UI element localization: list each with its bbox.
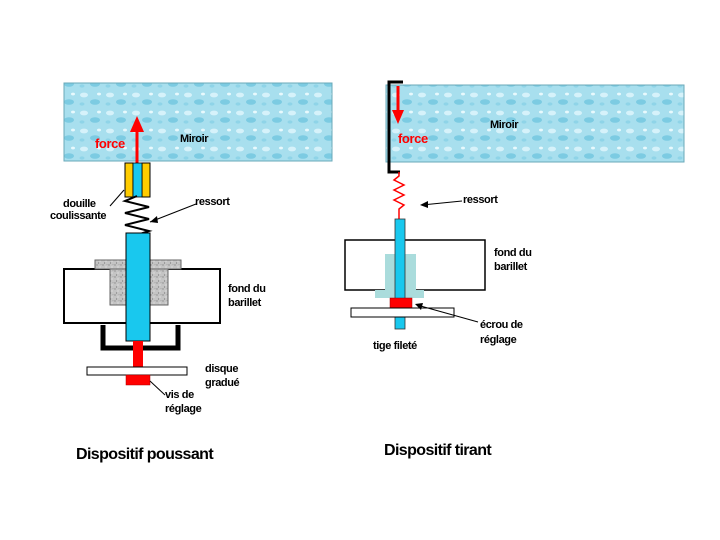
left-screw-shaft	[133, 341, 143, 367]
left-screw-label-2: réglage	[165, 403, 202, 415]
right-rod-label: tige fileté	[373, 340, 417, 352]
right-nut-label-1: écrou de	[480, 319, 523, 331]
right-barrel-label-1: fond du	[494, 247, 532, 259]
left-spring-label: ressort	[195, 196, 230, 208]
left-mirror-label: Miroir	[180, 133, 209, 145]
left-bushing-rod	[132, 162, 143, 198]
left-bushing-label-2: coulissante	[50, 210, 106, 222]
right-caption: Dispositif tirant	[384, 442, 492, 459]
left-force-arrowhead	[130, 116, 144, 132]
right-washer	[350, 307, 455, 318]
left-spring-pointer-head	[150, 216, 158, 223]
left-barrel-label-2: barillet	[228, 297, 262, 309]
right-nut-pointer-head	[415, 303, 423, 310]
right-barrel-label-2: barillet	[494, 261, 528, 273]
left-bushing-right	[141, 162, 151, 198]
right-force-label: force	[398, 131, 428, 146]
left-graduated-disk	[86, 366, 188, 376]
left-disk-label-2: gradué	[205, 377, 240, 389]
right-threaded-rod	[394, 218, 406, 330]
pull-device: Miroir force ressort fond du barillet éc…	[344, 80, 685, 459]
left-spring	[121, 195, 153, 236]
left-bushing-label-1: douille	[63, 198, 96, 210]
right-spring-label: ressort	[463, 194, 498, 206]
right-mirror-label: Miroir	[490, 119, 519, 131]
left-bushing-pointer	[109, 189, 125, 207]
left-caption: Dispositif poussant	[76, 446, 214, 463]
push-device: Miroir force douille coulissante ressort…	[50, 82, 333, 463]
right-hook	[387, 80, 403, 174]
right-nut-label-2: réglage	[480, 334, 517, 346]
right-mirror	[385, 84, 685, 163]
left-bushing-left	[124, 162, 134, 198]
right-nut-pointer	[416, 304, 479, 323]
left-screw-label-1: vis de	[165, 389, 194, 401]
right-adjust-nut	[389, 297, 413, 309]
left-barrel-label-1: fond du	[228, 283, 266, 295]
left-mirror	[63, 82, 333, 162]
right-spring-pointer	[421, 200, 463, 206]
right-force-arrowhead	[392, 110, 404, 124]
right-spring-pointer-head	[420, 201, 428, 208]
left-spring-pointer	[149, 203, 197, 223]
left-force-label: force	[95, 136, 125, 151]
left-screw-pointer	[149, 380, 166, 396]
left-screw-head	[125, 374, 151, 386]
left-rod	[125, 232, 151, 342]
right-spring	[392, 172, 406, 220]
left-disk-label-1: disque	[205, 363, 238, 375]
